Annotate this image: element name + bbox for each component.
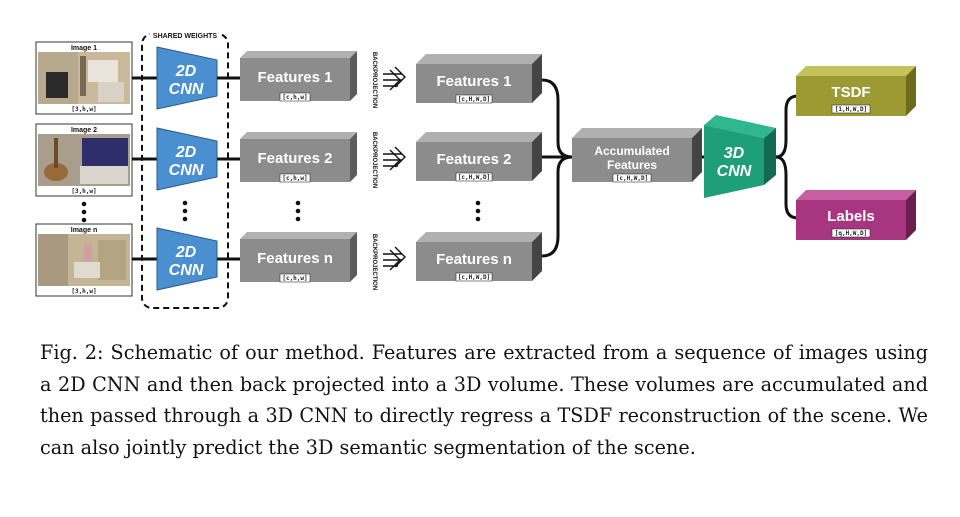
backprojection-label-n: BACKPROJECTION <box>371 234 377 290</box>
ellipsis-dots <box>81 200 481 223</box>
svg-text:CNN: CNN <box>169 162 204 179</box>
svg-text:[c,H,W,D]: [c,H,W,D] <box>458 96 491 103</box>
image-n-title: Image n <box>71 227 97 234</box>
image-1-thumbnail: Image 1 [3,h,w] <box>35 41 133 115</box>
connector-labels <box>775 155 799 220</box>
connector-rown <box>541 155 573 258</box>
cnn2d-1: 2D CNN <box>156 46 218 110</box>
figure-caption: Fig. 2: Schematic of our method. Feature… <box>40 341 928 459</box>
svg-text:2D: 2D <box>175 144 197 161</box>
svg-text:[c,h,w]: [c,h,w] <box>282 94 307 101</box>
backprojection-arrow-1 <box>383 66 406 91</box>
svg-text:[c,H,W,D]: [c,H,W,D] <box>458 174 491 181</box>
svg-text:Features n: Features n <box>257 250 333 267</box>
svg-text:2D: 2D <box>175 63 197 80</box>
svg-text:CNN: CNN <box>169 262 204 279</box>
shared-weights-label: SHARED WEIGHTS <box>153 33 218 40</box>
features2d-1: Features 1 [c,h,w] <box>240 51 357 102</box>
svg-text:Features 2: Features 2 <box>436 151 511 168</box>
svg-text:Labels: Labels <box>827 208 875 225</box>
cnn2d-2: 2D CNN <box>156 127 218 191</box>
svg-text:CNN: CNN <box>717 163 752 180</box>
tsdf-output: TSDF [1,H,W,D] <box>796 66 916 116</box>
svg-text:2D: 2D <box>175 244 197 261</box>
backprojection-arrow-2 <box>383 146 406 171</box>
cnn2d-n: 2D CNN <box>156 227 218 291</box>
svg-text:Features 2: Features 2 <box>257 150 332 167</box>
backprojection-label-1: BACKPROJECTION <box>371 52 377 108</box>
accumulated-features: Accumulated Features [c,H,W,D] <box>572 128 702 183</box>
method-diagram: SHARED WEIGHTS Image 1 [3,h,w] 2D CNN Fe… <box>35 33 916 309</box>
svg-text:3D: 3D <box>724 145 745 162</box>
image-n-dims: [3,h,w] <box>71 288 96 295</box>
cnn3d: 3D CNN <box>704 115 776 198</box>
svg-text:[c,H,W,D]: [c,H,W,D] <box>616 175 649 182</box>
svg-text:Features: Features <box>607 158 657 172</box>
svg-text:[c,H,W,D]: [c,H,W,D] <box>458 274 491 281</box>
svg-text:[q,H,W,D]: [q,H,W,D] <box>835 230 868 237</box>
svg-text:[c,h,w]: [c,h,w] <box>282 275 307 282</box>
connector-tsdf <box>775 94 799 159</box>
labels-output: Labels [q,H,W,D] <box>796 190 916 240</box>
svg-text:Accumulated: Accumulated <box>594 144 669 158</box>
features3d-n: Features n [c,H,W,D] <box>416 232 542 282</box>
image-1-dims: [3,h,w] <box>71 106 96 113</box>
features3d-1: Features 1 [c,H,W,D] <box>416 54 542 104</box>
backprojection-arrow-n <box>383 246 406 271</box>
image-2-title: Image 2 <box>71 127 97 134</box>
svg-text:Features 1: Features 1 <box>436 73 511 90</box>
svg-text:CNN: CNN <box>169 81 204 98</box>
image-2-dims: [3,h,w] <box>71 188 96 195</box>
backprojection-label-2: BACKPROJECTION <box>371 132 377 188</box>
svg-text:Features 1: Features 1 <box>257 69 332 86</box>
svg-text:TSDF: TSDF <box>831 84 870 101</box>
features3d-2: Features 2 [c,H,W,D] <box>416 132 542 182</box>
svg-text:[c,h,w]: [c,h,w] <box>282 175 307 182</box>
features2d-2: Features 2 [c,h,w] <box>240 132 357 183</box>
svg-text:Features n: Features n <box>436 251 512 268</box>
image-1-title: Image 1 <box>71 45 97 52</box>
svg-text:[1,H,W,D]: [1,H,W,D] <box>835 106 868 113</box>
image-2-thumbnail: Image 2 [3,h,w] <box>35 123 133 197</box>
image-n-thumbnail: Image n [3,h,w] <box>35 223 133 297</box>
features2d-n: Features n [c,h,w] <box>240 232 357 283</box>
connector-row1 <box>541 78 573 159</box>
